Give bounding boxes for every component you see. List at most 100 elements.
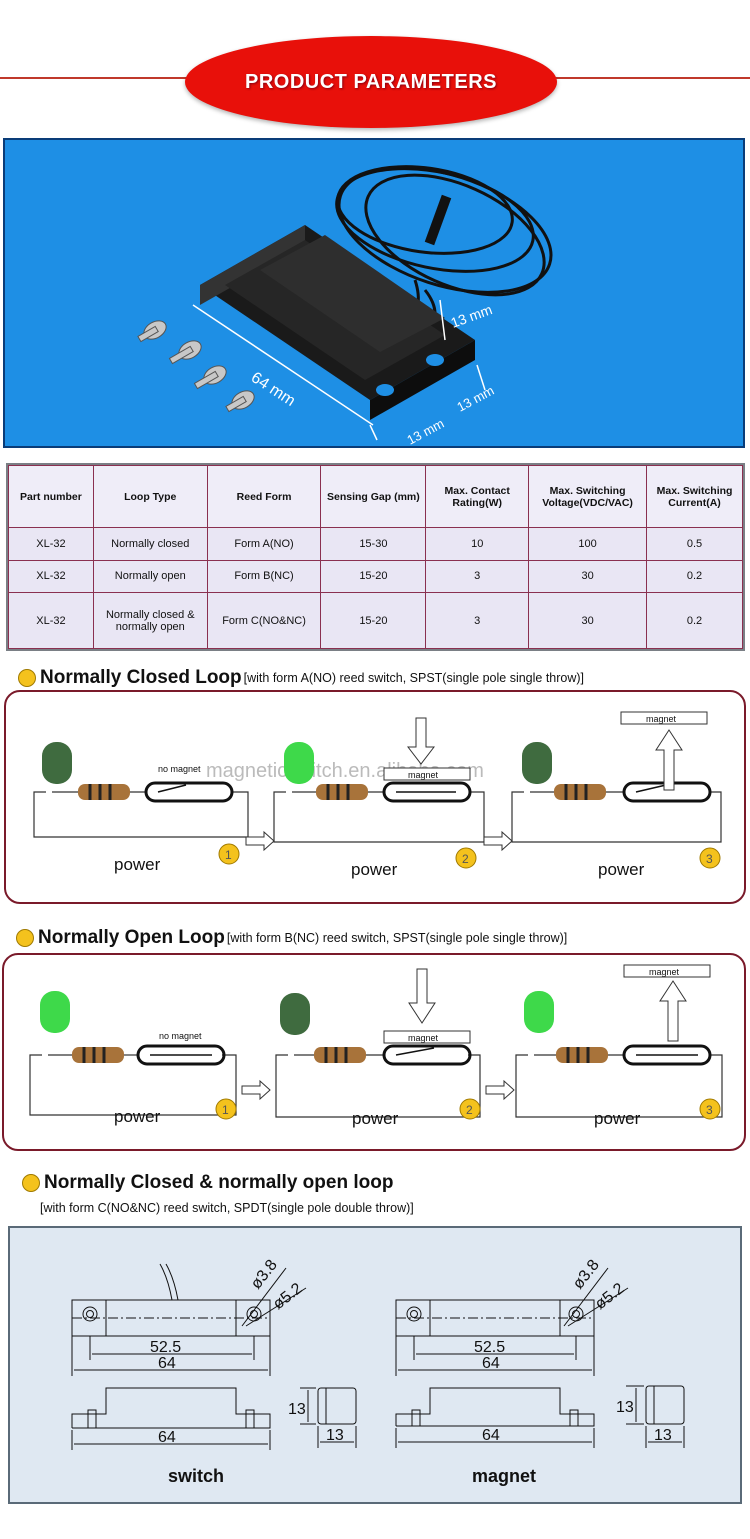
reed-switch-icon (136, 1044, 226, 1066)
spec-table: Part number Loop Type Reed Form Sensing … (8, 465, 743, 649)
dim-width-label: 13 mm (454, 383, 496, 415)
arrow-up-icon (655, 729, 683, 791)
table-cell: 30 (528, 559, 648, 594)
spec-table-container: Part number Loop Type Reed Form Sensing … (6, 463, 745, 651)
reed-switch-icon (144, 781, 234, 803)
dimension-svg: 52.5 64 ø3.8 ø5.2 64 13 13 switch (71, 1257, 685, 1486)
step-1-label: 1 (222, 1103, 229, 1117)
arrow-right-icon (241, 1079, 271, 1101)
table-header-cell: Loop Type (92, 465, 208, 528)
table-cell: 0.2 (646, 559, 743, 594)
magnet-hole-pitch: 52.5 (474, 1339, 505, 1356)
magnet-width: 13 (654, 1427, 672, 1444)
magnet-bar-icon (620, 711, 708, 725)
magnet-label: magnet (408, 770, 439, 780)
dim-height-label: 13 mm (449, 301, 495, 331)
magnet-bar-icon (383, 1030, 471, 1044)
arrow-right-icon (483, 830, 513, 852)
table-row: XL-32 Normally closed Form A(NO) 15-30 1… (8, 527, 743, 561)
arrow-down-icon (408, 968, 436, 1024)
power-label: power (352, 1109, 399, 1128)
switch-hole-inner: ø3.8 (248, 1257, 281, 1293)
reed-switch-icon (622, 1044, 712, 1066)
led-on-icon (524, 991, 554, 1033)
magnet-label: magnet (408, 1033, 439, 1043)
table-header-row: Part number Loop Type Reed Form Sensing … (8, 465, 743, 528)
table-header-cell: Max. Switching Current(A) (646, 465, 743, 528)
switch-length: 64 (158, 1355, 176, 1372)
led-off-icon (522, 742, 552, 784)
product-photo-svg: 64 mm 13 mm 13 mm 13 mm (137, 165, 553, 446)
power-label: power (594, 1109, 641, 1128)
dim-length-label: 64 mm (248, 369, 298, 410)
header-banner: PRODUCT PARAMETERS (185, 36, 557, 128)
step-1-label: 1 (225, 848, 232, 862)
nc-circuit-svg: magneticswitch.en.alibaba.com no magnet … (33, 711, 722, 879)
section1-subtitle: [with form A(NO) reed switch, SPST(singl… (243, 671, 585, 685)
switch-height: 13 (288, 1401, 306, 1418)
table-row: XL-32 Normally closed & normally open Fo… (8, 592, 743, 649)
switch-hole-outer: ø5.2 (270, 1280, 306, 1313)
magnet-label-caption: magnet (472, 1466, 536, 1486)
bullet-icon (22, 1174, 40, 1192)
magnet-side-length: 64 (482, 1427, 500, 1444)
led-on-icon (284, 742, 314, 784)
table-cell: 15-20 (320, 559, 427, 594)
table-cell: 100 (528, 527, 648, 561)
led-off-icon (280, 993, 310, 1035)
table-cell: 3 (425, 559, 530, 594)
magnet-hole-outer: ø5.2 (592, 1280, 628, 1313)
normally-open-loop-diagram: no magnet power 1 magnet power 2 (2, 953, 746, 1151)
no-circuit-svg: no magnet power 1 magnet power 2 (29, 964, 723, 1128)
reed-switch-icon (382, 1044, 472, 1066)
table-cell: XL-32 (8, 559, 94, 594)
no-magnet-label: no magnet (159, 1031, 202, 1041)
table-header-cell: Reed Form (206, 465, 322, 528)
header-title: PRODUCT PARAMETERS (245, 70, 497, 93)
power-label: power (114, 855, 161, 874)
bullet-icon (16, 929, 34, 947)
table-cell: 15-20 (320, 592, 427, 649)
table-row: XL-32 Normally open Form B(NC) 15-20 3 3… (8, 559, 743, 594)
header-line-right (552, 77, 750, 79)
table-cell: XL-32 (8, 592, 94, 649)
normally-closed-loop-diagram: magneticswitch.en.alibaba.com no magnet … (4, 690, 746, 904)
magnet-bar-icon (623, 964, 711, 978)
arrow-right-icon (485, 1079, 515, 1101)
magnet-hole-inner: ø3.8 (570, 1257, 603, 1293)
table-cell: Form B(NC) (206, 559, 322, 594)
magnet-label: magnet (649, 967, 680, 977)
step-3-label: 3 (706, 852, 713, 866)
magnet-bar-icon (383, 767, 471, 781)
table-cell: 15-30 (320, 527, 427, 561)
section2-subtitle: [with form B(NC) reed switch, SPST(singl… (226, 931, 568, 945)
step-3-label: 3 (706, 1103, 713, 1117)
led-off-icon (42, 742, 72, 784)
dimension-drawings: 52.5 64 ø3.8 ø5.2 64 13 13 switch (8, 1226, 742, 1504)
power-label: power (351, 860, 398, 879)
section1-title: Normally Closed Loop (40, 667, 242, 688)
power-label: power (114, 1107, 161, 1126)
section2-heading: Normally Open Loop [with form B(NC) reed… (16, 927, 567, 949)
step-2-label: 2 (466, 1103, 473, 1117)
table-cell: 30 (528, 592, 648, 649)
section2-title: Normally Open Loop (38, 927, 225, 948)
section3-title: Normally Closed & normally open loop (44, 1172, 394, 1193)
section1-heading: Normally Closed Loop [with form A(NO) re… (18, 667, 584, 689)
switch-width: 13 (326, 1427, 344, 1444)
section3-subtitle: [with form C(NO&NC) reed switch, SPDT(si… (40, 1201, 414, 1215)
table-header-cell: Max. Switching Voltage(VDC/VAC) (528, 465, 648, 528)
table-header-cell: Part number (8, 465, 94, 528)
magnet-label: magnet (646, 714, 677, 724)
table-cell: Normally closed (92, 527, 208, 561)
table-cell: Normally open (92, 559, 208, 594)
table-cell: 0.2 (646, 592, 743, 649)
table-cell: Normally closed & normally open (92, 592, 208, 649)
section3-heading: Normally Closed & normally open loop (22, 1172, 393, 1194)
table-header-cell: Max. Contact Rating(W) (425, 465, 530, 528)
switch-label: switch (168, 1466, 224, 1486)
switch-hole-pitch: 52.5 (150, 1339, 181, 1356)
magnet-height: 13 (616, 1399, 634, 1416)
arrow-right-icon (245, 830, 275, 852)
product-photo: 64 mm 13 mm 13 mm 13 mm (3, 138, 745, 448)
